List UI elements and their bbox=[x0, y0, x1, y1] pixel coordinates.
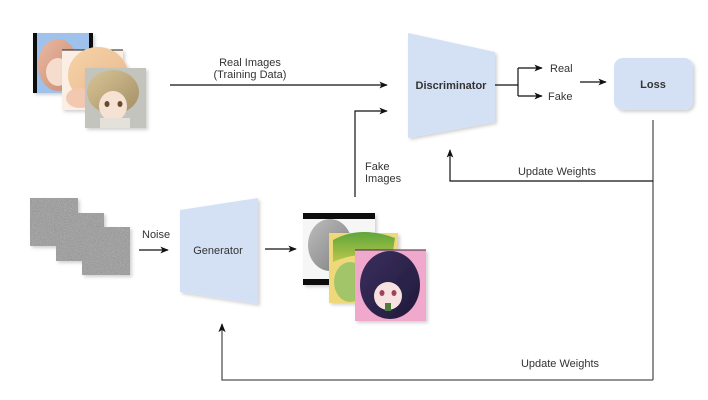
update-weights-generator-label: Update Weights bbox=[521, 358, 600, 370]
real-image-stack bbox=[33, 33, 146, 128]
edge-fake-images: Fake Images bbox=[354, 107, 402, 197]
fake-images-label-line1: Fake bbox=[365, 161, 389, 173]
edge-discriminator-output: Real Fake bbox=[495, 63, 573, 103]
noise-image-3 bbox=[82, 227, 130, 275]
discriminator-node[interactable]: Discriminator bbox=[408, 33, 495, 138]
loss-label: Loss bbox=[640, 79, 666, 91]
real-images-label-line2: (Training Data) bbox=[214, 69, 287, 81]
noise-image-stack bbox=[30, 198, 130, 275]
fake-output-label: Fake bbox=[548, 91, 572, 103]
update-discriminator-arrow bbox=[446, 149, 653, 182]
discriminator-label: Discriminator bbox=[416, 80, 488, 92]
edge-update-weights-generator: Update Weights bbox=[218, 323, 653, 381]
real-output-label: Real bbox=[550, 63, 573, 75]
edge-update-weights-discriminator: Update Weights bbox=[446, 120, 654, 380]
real-image-3 bbox=[85, 68, 146, 128]
fake-images-arrow bbox=[354, 107, 388, 197]
fake-image-stack bbox=[303, 213, 426, 321]
edge-noise: Noise bbox=[139, 229, 170, 254]
generator-label: Generator bbox=[193, 245, 243, 257]
real-images-label-line1: Real Images bbox=[219, 57, 281, 69]
fake-images-label-line2: Images bbox=[365, 173, 402, 185]
edge-real-images: Real Images (Training Data) bbox=[170, 57, 388, 89]
noise-label: Noise bbox=[142, 229, 170, 241]
generator-node[interactable]: Generator bbox=[180, 198, 258, 304]
update-weights-discriminator-label: Update Weights bbox=[518, 166, 597, 178]
loss-node[interactable]: Loss bbox=[614, 58, 693, 110]
fake-image-3 bbox=[355, 249, 426, 321]
update-generator-arrow bbox=[218, 323, 653, 381]
